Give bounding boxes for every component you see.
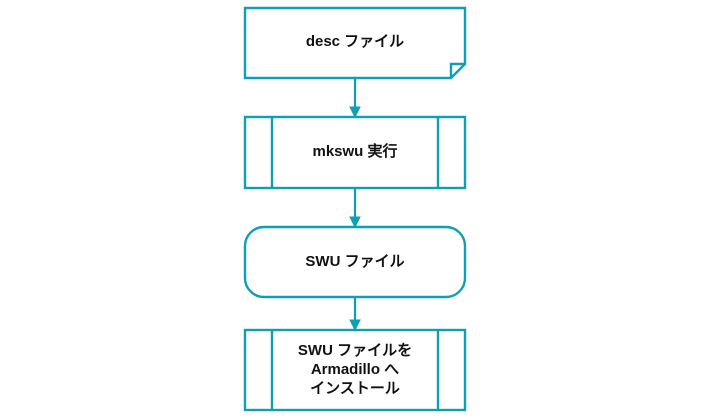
rounded-rectangle-shape — [243, 225, 467, 299]
predefined-process-shape — [243, 115, 467, 190]
document-shape — [243, 6, 467, 80]
predefined-process-shape — [243, 328, 467, 412]
node-desc-file[interactable] — [243, 6, 467, 80]
connector-mkswu-to-swu — [349, 188, 361, 229]
connector-swu-to-install — [349, 297, 361, 332]
arrowhead-down-icon — [349, 216, 361, 229]
document-fold-icon — [449, 62, 465, 78]
arrowhead-down-icon — [349, 319, 361, 332]
node-install-to-armadillo[interactable] — [243, 328, 467, 412]
arrowhead-down-icon — [349, 106, 361, 119]
node-swu-file[interactable] — [243, 225, 467, 299]
node-mkswu-run[interactable] — [243, 115, 467, 190]
connector-desc-to-mkswu — [349, 78, 361, 119]
